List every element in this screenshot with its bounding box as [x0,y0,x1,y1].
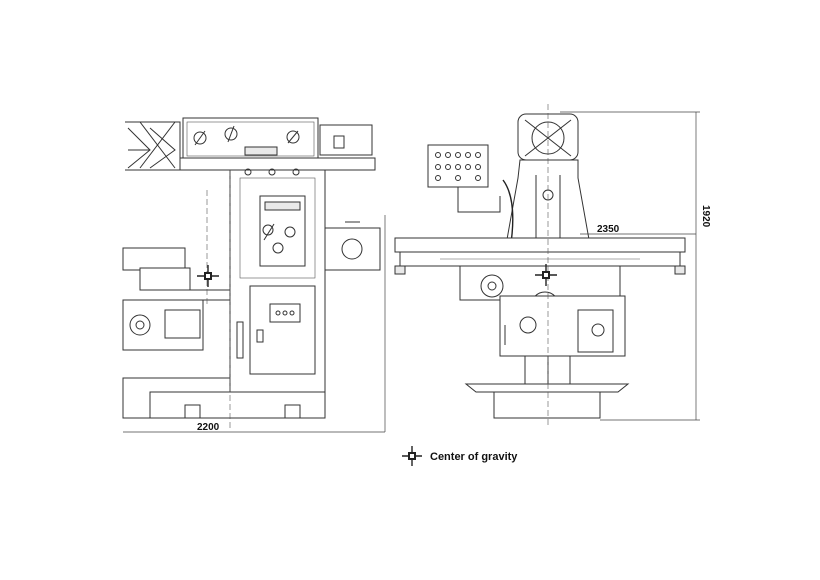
legend: Center of gravity [402,446,518,466]
legend-label: Center of gravity [430,451,518,463]
overarm [125,121,181,171]
top-motor [319,124,373,156]
center-of-gravity-icon [535,264,557,286]
pendant-buttons [435,152,481,181]
switch-strip [244,146,278,156]
center-of-gravity-icon [197,265,219,287]
base-top [464,383,630,393]
control-dials [193,125,300,146]
knee-upper [122,247,186,271]
dimension-overall-length: 2200 [197,422,220,433]
front-view: 2350 1920 [394,104,711,428]
side-motor [324,227,381,271]
saddle [459,265,621,301]
front-base [493,391,601,419]
head-housing [179,157,376,171]
side-view: 2200 [122,117,386,433]
dimension-table-length: 2350 [597,224,620,235]
work-table [394,237,686,253]
dimension-overall-height: 1920 [700,205,711,228]
center-of-gravity-icon [402,446,422,466]
